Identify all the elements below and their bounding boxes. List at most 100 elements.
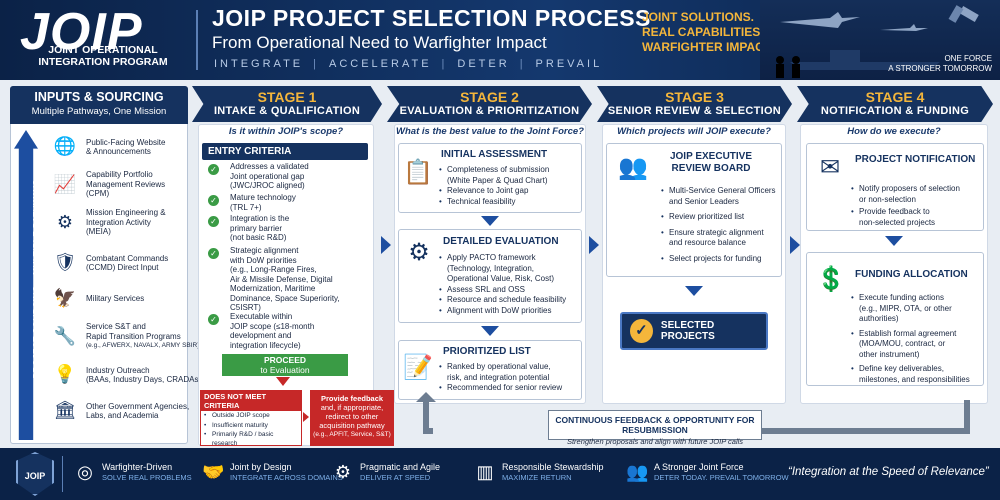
input-source-line: Other Government Agencies, <box>86 401 190 411</box>
not-meet-item: Primarily R&D / basic research <box>204 431 298 448</box>
input-source-line: Labs, and Academia <box>86 411 159 420</box>
bullet-item: Establish formal agreement <box>851 329 983 339</box>
input-source-label: Public-Facing Website& Announcements <box>86 138 165 157</box>
bullet-item: Review prioritized list <box>661 212 781 222</box>
proceed-box: PROCEED to Evaluation <box>222 354 348 376</box>
bullet-item: milestones, and responsibilities <box>859 374 970 384</box>
down-arrow-icon <box>685 286 703 296</box>
input-source-line: & Announcements <box>86 147 151 156</box>
funding-allocation-list: Execute funding actions(e.g., MIPR, OTA,… <box>851 293 983 385</box>
input-source-line: Military Services <box>86 294 145 304</box>
not-meet-box: DOES NOT MEET CRITERIA Outside JOIP scop… <box>200 390 302 457</box>
initial-assessment-card: 📋 INITIAL ASSESSMENT Completeness of sub… <box>398 143 582 213</box>
bullet-item: and Senior Leaders <box>669 196 739 206</box>
gear-icon: ⚙ <box>408 238 430 266</box>
bullet-item: Define key deliverables, <box>851 364 983 374</box>
input-source-line: (CPM) <box>86 189 110 198</box>
bullet-item: or non-selection <box>859 194 916 204</box>
feedback-line: acquisition pathway <box>319 421 385 430</box>
bullet-item: Execute funding actions <box>851 293 983 303</box>
proceed-label: PROCEED <box>263 355 307 365</box>
criteria-line: JOIP scope (≤18-month <box>230 321 315 331</box>
feedback-loop-line <box>423 398 433 434</box>
aircraft-icon <box>776 5 979 78</box>
input-source-label: Industry Outreach(BAAs, Industry Days, C… <box>86 366 201 385</box>
project-notification-title: PROJECT NOTIFICATION <box>855 154 976 165</box>
bullet-item: other instrument) <box>859 349 920 359</box>
bullet-item: Provide feedback to <box>851 207 983 217</box>
input-source-line: Industry Outreach <box>86 365 150 375</box>
prioritized-list-card: 📝 PRIORITIZED LIST Ranked by operational… <box>398 340 582 400</box>
bullet-item: risk, and integration potential <box>447 372 550 382</box>
criteria-line: (e.g., Long-Range Fires, <box>230 265 317 274</box>
input-source-line: Mission Engineering & <box>86 208 166 217</box>
people-icon: 👥 <box>618 153 648 181</box>
bullet-item: (MOA/MOU, contract, or <box>859 339 946 348</box>
footer-divider <box>62 456 63 492</box>
gear-icon: ⚙ <box>334 462 352 482</box>
stage-name: EVALUATION & PRIORITIZATION <box>399 105 580 117</box>
footer-value-sub: DETER TODAY. PREVAIL TOMORROW <box>654 473 789 482</box>
tagline-line: WARFIGHTER IMPACT. <box>642 40 774 54</box>
tools-icon: 🔧 <box>53 325 77 346</box>
joip-badge: JOIP <box>16 452 54 496</box>
input-source-line: Rapid Transition Programs <box>86 331 181 341</box>
footer-value-title: Responsible Stewardship <box>502 462 604 472</box>
check-icon: ✓ <box>630 319 653 343</box>
page-subtitle: From Operational Need to Warfighter Impa… <box>212 33 547 52</box>
eagle-icon: 🦅 <box>53 288 77 309</box>
inputs-header: INPUTS & SOURCING Multiple Pathways, One… <box>10 86 188 124</box>
bulb-icon: 💡 <box>53 364 77 385</box>
logo-subtitle: JOINT OPERATIONAL INTEGRATION PROGRAM <box>18 44 188 68</box>
bullet-item: authorities) <box>859 314 899 323</box>
stage2-question: What is the best value to the Joint Forc… <box>396 126 584 137</box>
input-source-item: 🌐Public-Facing Website& Announcements <box>52 134 166 160</box>
feedback-loop-line <box>964 400 970 434</box>
criteria-line: C5ISRT) <box>230 303 261 312</box>
bullet-item: Select projects for funding <box>661 254 781 264</box>
envelope-icon: ✉ <box>819 153 841 181</box>
clipboard-icon: 📋 <box>403 158 433 186</box>
footer-value-title: Pragmatic and Agile <box>360 462 441 472</box>
bullet-list: Execute funding actions(e.g., MIPR, OTA,… <box>851 293 983 384</box>
stage-number: STAGE 3 <box>665 89 724 105</box>
initial-assessment-list: Completeness of submission(White Paper &… <box>439 165 581 207</box>
bullet-item: (Technology, Integration, <box>447 263 535 273</box>
project-notification-card: ✉ PROJECT NOTIFICATION Notify proposers … <box>806 143 984 231</box>
feedback-loop-title: CONTINUOUS FEEDBACK & OPPORTUNITY FOR RE… <box>555 415 755 435</box>
bullet-item: non-selected projects <box>859 217 936 227</box>
bullet-item: Operational Value, Risk, Cost) <box>447 274 555 283</box>
logo-sub-line: JOINT OPERATIONAL <box>48 44 158 56</box>
header-divider <box>196 10 198 70</box>
bullet-item: Resource and schedule feasibility <box>439 295 581 305</box>
selected-projects-label: SELECTED PROJECTS <box>660 320 715 342</box>
page-title: JOIP PROJECT SELECTION PROCESS <box>212 5 651 31</box>
stage-number: STAGE 1 <box>257 89 317 105</box>
input-source-label: Other Government Agencies,Labs, and Acad… <box>86 402 189 421</box>
input-source-item: 🛡Combatant Commands(CCMD) Direct Input <box>52 250 169 276</box>
inputs-title: INPUTS & SOURCING <box>34 90 164 104</box>
input-source-line: (MEIA) <box>86 227 111 236</box>
criteria-line: Mature technology <box>230 193 296 202</box>
check-icon: ✓ <box>208 248 219 259</box>
detailed-evaluation-title: DETAILED EVALUATION <box>443 236 559 247</box>
force-line: A STRONGER TOMORROW <box>888 64 992 73</box>
check-icon: ✓ <box>208 195 219 206</box>
down-arrow-icon <box>276 377 290 386</box>
right-arrow-icon <box>790 236 800 254</box>
funding-allocation-card: 💲 FUNDING ALLOCATION Execute funding act… <box>806 252 984 386</box>
down-arrow-icon <box>481 326 499 336</box>
criteria-line: Air & Missile Defense, Digital <box>230 274 333 284</box>
input-source-line: Management Reviews <box>86 179 166 189</box>
